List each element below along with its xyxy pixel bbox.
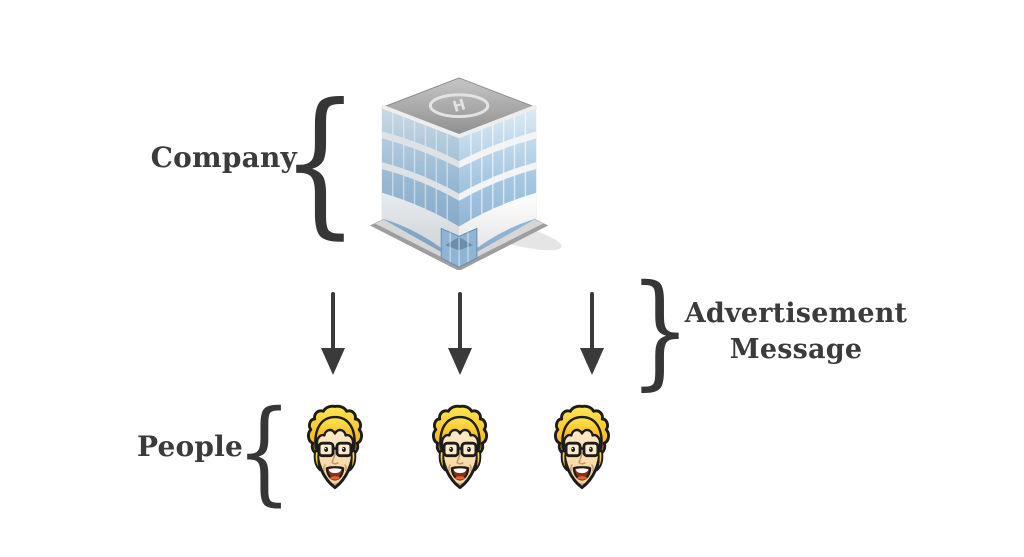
company-brace-icon: { xyxy=(280,70,360,254)
office-building-icon: H xyxy=(366,72,566,270)
svg-text:H: H xyxy=(451,95,468,116)
advertisement-label: Advertisement Message xyxy=(684,298,908,365)
down-arrow-icon xyxy=(321,292,345,376)
man-face-icon xyxy=(306,402,364,494)
advertisement-brace-icon: } xyxy=(629,259,691,403)
down-arrow-icon xyxy=(448,292,472,376)
company-label: Company xyxy=(150,141,297,174)
man-face-icon xyxy=(553,402,611,494)
down-arrow-icon xyxy=(580,292,604,376)
people-label: People xyxy=(136,430,243,463)
people-brace-icon: { xyxy=(236,387,292,517)
man-face-icon xyxy=(431,402,489,494)
